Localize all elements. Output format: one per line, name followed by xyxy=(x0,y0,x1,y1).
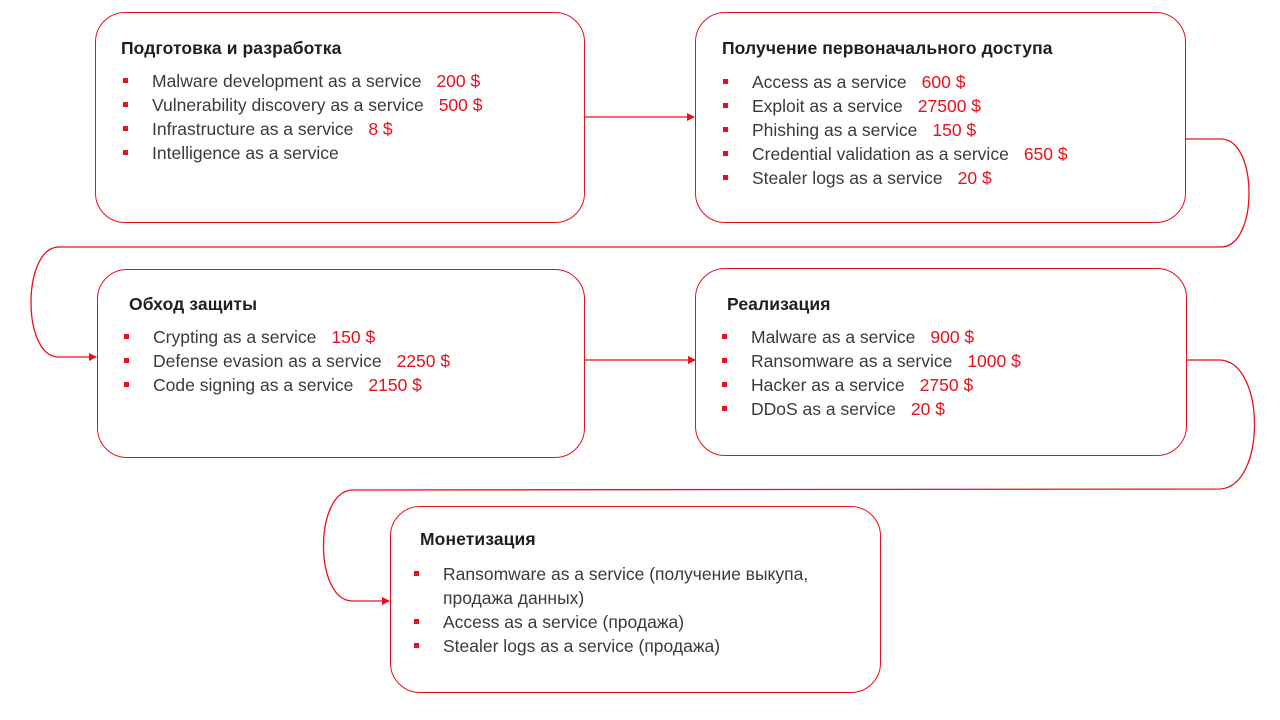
item-label: Ransomware as a service xyxy=(751,351,953,371)
bullet-icon xyxy=(123,150,128,155)
item-price: 8 $ xyxy=(368,119,393,139)
bullet-icon xyxy=(123,126,128,131)
bullet-icon xyxy=(722,358,727,363)
item-label: Stealer logs as a service (продажа) xyxy=(443,636,721,656)
bullet-icon xyxy=(722,334,727,339)
item-price: 2750 $ xyxy=(919,375,974,395)
item-price: 150 $ xyxy=(331,327,376,347)
item-label: Access as a service xyxy=(752,72,907,92)
bullet-icon xyxy=(723,103,728,108)
item-label: Crypting as a service xyxy=(153,327,317,347)
item-label: Access as a service (продажа) xyxy=(443,612,685,632)
item-label: Stealer logs as a service xyxy=(752,168,943,188)
list-item: Stealer logs as a service (продажа) xyxy=(414,634,843,658)
item-price: 600 $ xyxy=(921,72,966,92)
bullet-icon xyxy=(124,334,129,339)
list-item: Malware development as a service 200 $ xyxy=(123,69,482,93)
item-price: 20 $ xyxy=(910,399,945,419)
item-label: Infrastructure as a service xyxy=(152,119,354,139)
list-item: Ransomware as a service 1000 $ xyxy=(722,349,1021,373)
item-price: 2250 $ xyxy=(396,351,451,371)
item-price: 500 $ xyxy=(438,95,483,115)
list-item: Ransomware as a service (получение выкуп… xyxy=(414,562,843,610)
arrow-access-to-evasion xyxy=(30,138,1250,361)
list-item: Code signing as a service 2150 $ xyxy=(124,373,450,397)
stage-box-monetization: Монетизация Ransomware as a service (пол… xyxy=(390,506,881,693)
item-label: Defense evasion as a service xyxy=(153,351,382,371)
arrow-execution-to-monetization xyxy=(322,359,1255,605)
item-label: Code signing as a service xyxy=(153,375,354,395)
bullet-icon xyxy=(414,571,419,576)
item-label: DDoS as a service xyxy=(751,399,896,419)
stage-title: Обход защиты xyxy=(129,294,258,314)
item-price: 200 $ xyxy=(436,71,481,91)
bullet-icon xyxy=(723,175,728,180)
item-price: 900 $ xyxy=(930,327,975,347)
item-label: Intelligence as a service xyxy=(152,143,339,163)
bullet-icon xyxy=(124,382,129,387)
bullet-icon xyxy=(124,358,129,363)
item-label: Credential validation as a service xyxy=(752,144,1009,164)
list-item: Access as a service 600 $ xyxy=(723,70,1068,94)
bullet-icon xyxy=(723,79,728,84)
list-item: DDoS as a service 20 $ xyxy=(722,397,1021,421)
list-item: Hacker as a service 2750 $ xyxy=(722,373,1021,397)
item-price: 20 $ xyxy=(957,168,992,188)
list-item: Credential validation as a service 650 $ xyxy=(723,142,1068,166)
list-item: Exploit as a service 27500 $ xyxy=(723,94,1068,118)
list-item: Vulnerability discovery as a service 500 … xyxy=(123,93,482,117)
stage-title: Получение первоначального доступа xyxy=(722,38,1053,58)
stage-title: Монетизация xyxy=(420,529,536,549)
bullet-icon xyxy=(722,406,727,411)
bullet-icon xyxy=(722,382,727,387)
stage-box-preparation: Подготовка и разработка Malware developm… xyxy=(95,12,585,223)
item-price: 2150 $ xyxy=(368,375,422,395)
stage-title: Реализация xyxy=(727,294,831,314)
bullet-icon xyxy=(414,643,419,648)
bullet-icon xyxy=(123,78,128,83)
list-item: Defense evasion as a service 2250 $ xyxy=(124,349,450,373)
bullet-icon xyxy=(723,151,728,156)
item-label: Vulnerability discovery as a service xyxy=(152,95,424,115)
item-price: 150 $ xyxy=(932,120,977,140)
bullet-icon xyxy=(723,127,728,132)
item-label: Phishing as a service xyxy=(752,120,918,140)
item-price: 650 $ xyxy=(1023,144,1068,164)
stage-box-initial-access: Получение первоначального доступа Access… xyxy=(695,12,1186,223)
item-price: 1000 $ xyxy=(967,351,1021,371)
bullet-icon xyxy=(123,102,128,107)
list-item: Malware as a service 900 $ xyxy=(722,325,1021,349)
list-item: Infrastructure as a service 8 $ xyxy=(123,117,482,141)
list-item: Stealer logs as a service 20 $ xyxy=(723,166,1068,190)
item-label: Exploit as a service xyxy=(752,96,903,116)
item-label: Malware development as a service xyxy=(152,71,422,91)
list-item: Intelligence as a service xyxy=(123,141,482,165)
bullet-icon xyxy=(414,619,419,624)
item-price: 27500 $ xyxy=(917,96,982,116)
item-label: Hacker as a service xyxy=(751,375,905,395)
item-label: Ransomware as a service (получение выкуп… xyxy=(443,564,809,608)
item-label: Malware as a service xyxy=(751,327,916,347)
stage-item-list: Ransomware as a service (получение выкуп… xyxy=(414,562,843,658)
list-item: Crypting as a service 150 $ xyxy=(124,325,450,349)
list-item: Access as a service (продажа) xyxy=(414,610,843,634)
list-item: Phishing as a service 150 $ xyxy=(723,118,1068,142)
stage-title: Подготовка и разработка xyxy=(121,38,342,58)
